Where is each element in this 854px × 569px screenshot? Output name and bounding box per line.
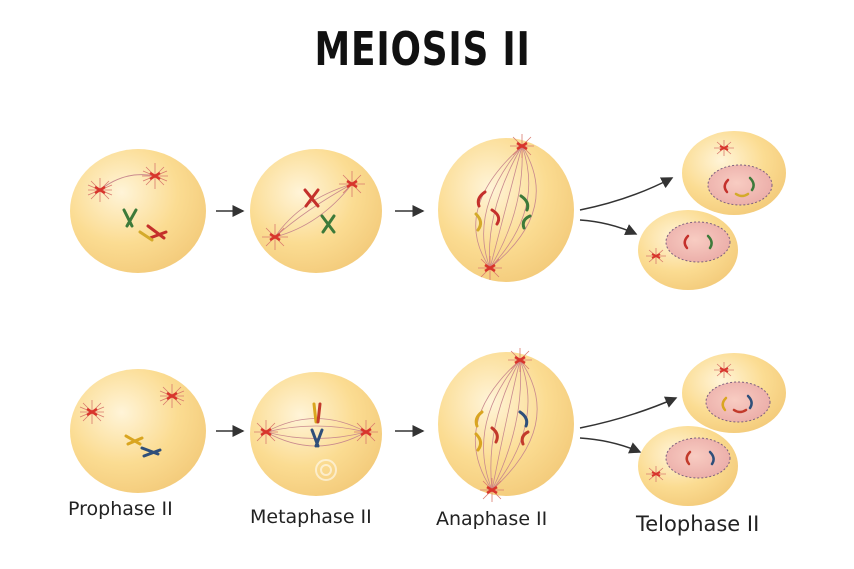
centrosome-icon (480, 478, 504, 502)
chromosome-icon (723, 176, 755, 198)
arrow-icon (579, 396, 678, 429)
centrosome-icon (262, 224, 288, 250)
centrosome-icon (478, 256, 502, 280)
cell-metaphase-bottom (250, 372, 382, 496)
cell-telophase-top-a (682, 131, 786, 215)
label-anaphase-ii: Anaphase II (436, 508, 548, 530)
chromosome-icon (303, 188, 336, 234)
cell-prophase-top (70, 149, 206, 273)
cell-metaphase-top (250, 149, 382, 273)
centrosome-icon (646, 248, 666, 264)
centrosome-icon (339, 171, 365, 197)
chromosome-icon (683, 234, 713, 250)
label-telophase-ii: Telophase II (636, 512, 760, 536)
cell-telophase-bottom-a (682, 353, 786, 433)
chromosome-icon (122, 208, 168, 242)
cell-anaphase-top (438, 134, 574, 282)
diagram-title: MEIOSIS II (314, 22, 531, 76)
chromosome-icon (310, 402, 324, 448)
arrow-icon (579, 177, 674, 211)
centrosome-icon (159, 384, 185, 408)
chromosome-icon (474, 410, 530, 452)
chromosome-icon (124, 434, 162, 458)
cell-telophase-top-b (638, 210, 738, 290)
centrosome-icon (646, 466, 666, 482)
centrosome-icon (79, 400, 105, 424)
arrow-icon (579, 219, 638, 236)
chromosome-icon (685, 450, 715, 466)
label-prophase-ii: Prophase II (68, 498, 173, 520)
cell-prophase-bottom (70, 369, 206, 493)
centrosome-icon (254, 420, 278, 444)
cell-telophase-bottom-b (638, 426, 738, 506)
chromosome-icon (721, 394, 753, 414)
arrow-icon (579, 437, 642, 454)
centrosome-icon (714, 362, 734, 378)
centrosome-icon (354, 420, 378, 444)
centrosome-icon (87, 178, 113, 202)
centrosome-icon (508, 348, 532, 372)
watermark-icon (315, 459, 337, 481)
centrosome-icon (714, 140, 734, 156)
cell-anaphase-bottom (438, 348, 574, 502)
chromosome-icon (474, 190, 532, 232)
centrosome-icon (510, 134, 534, 158)
centrosome-icon (142, 163, 168, 189)
label-metaphase-ii: Metaphase II (250, 506, 372, 528)
